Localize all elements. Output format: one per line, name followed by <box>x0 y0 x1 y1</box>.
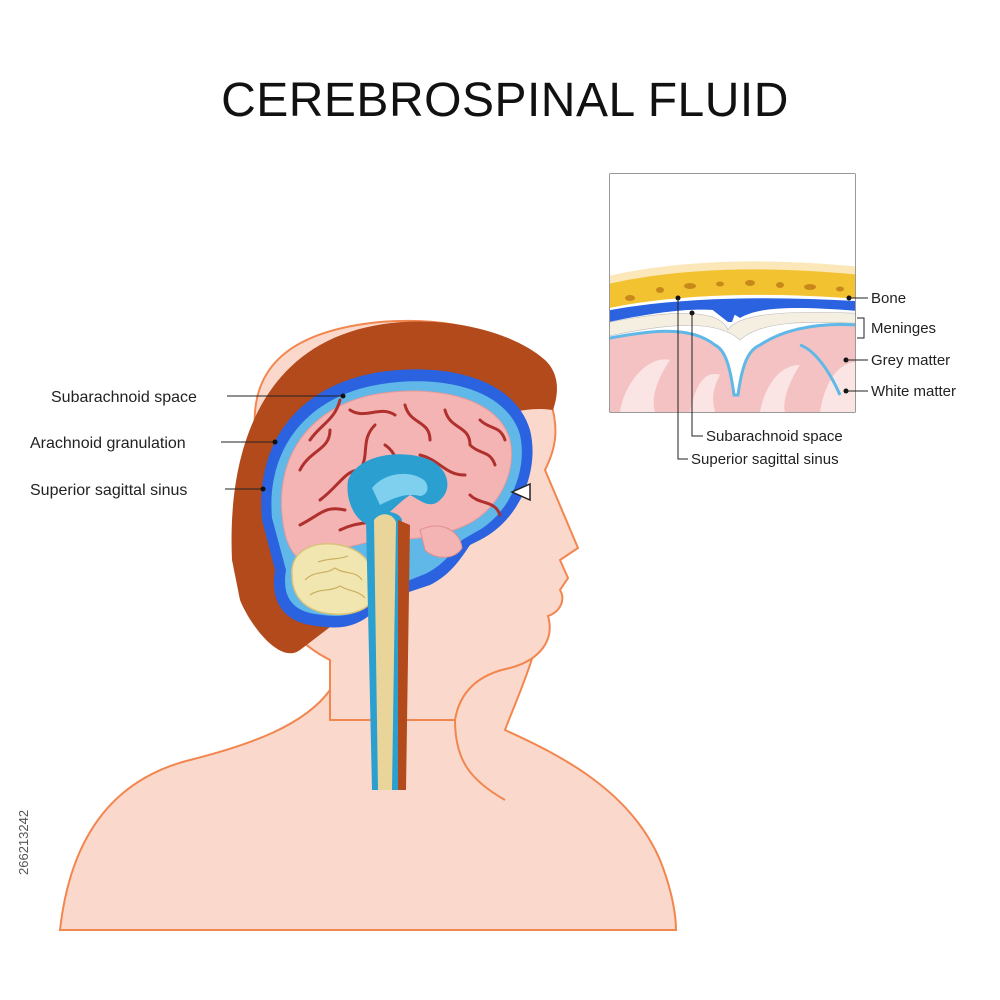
meninges-inset <box>609 173 856 413</box>
label-subarachnoid-space-inset: Subarachnoid space <box>706 428 843 445</box>
label-arachnoid-granulation: Arachnoid granulation <box>30 435 186 452</box>
leader-dot <box>272 439 278 445</box>
label-subarachnoid-space-left: Subarachnoid space <box>51 389 197 406</box>
bracket-meninges <box>857 317 865 339</box>
leader-dot <box>260 486 266 492</box>
label-grey-matter: Grey matter <box>871 352 950 369</box>
diagram-title: CEREBROSPINAL FLUID <box>221 74 789 127</box>
thalamus <box>372 473 428 505</box>
stock-image-id: 266213242 <box>16 810 31 875</box>
bone-pores <box>625 280 844 301</box>
leader-subarachnoid-space-inset <box>691 313 703 437</box>
label-superior-sagittal-sinus-left: Superior sagittal sinus <box>30 482 187 499</box>
pituitary <box>419 525 463 558</box>
eye <box>510 482 531 502</box>
label-meninges: Meninges <box>871 320 936 337</box>
label-superior-sagittal-sinus-inset: Superior sagittal sinus <box>691 451 839 468</box>
cerebral-sulci <box>298 398 507 532</box>
inset-content <box>610 174 855 412</box>
cerebellum-folia <box>304 555 366 599</box>
label-white-matter: White matter <box>871 383 956 400</box>
spinal-cord <box>374 514 396 790</box>
leader-dot <box>340 393 346 399</box>
label-bone: Bone <box>871 290 906 307</box>
spinal-bone-edge <box>398 520 410 790</box>
neck-line <box>454 719 506 801</box>
leader-superior-sagittal-sinus-inset <box>677 298 688 460</box>
